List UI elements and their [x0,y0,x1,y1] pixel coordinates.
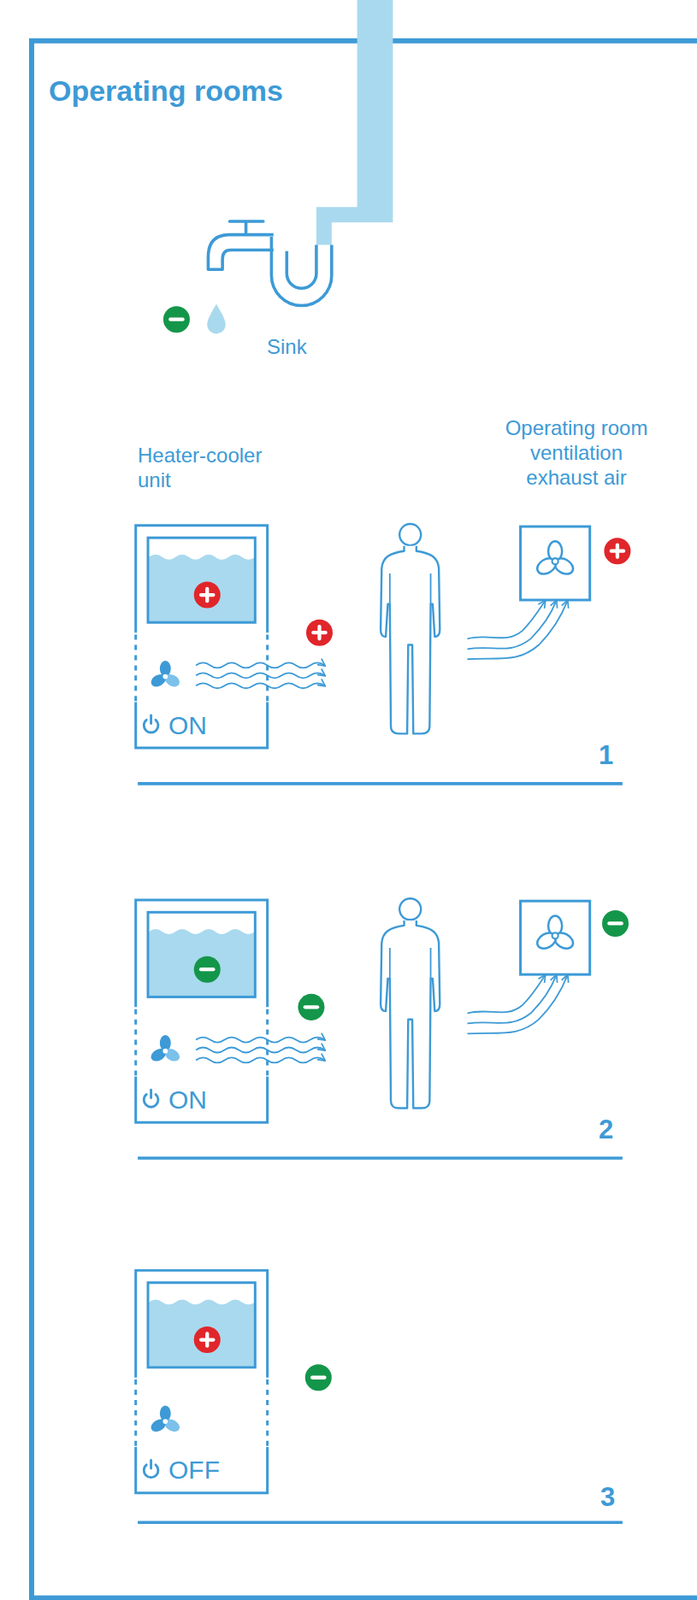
unit-heading: Heater-cooler unit [137,443,284,494]
power-state: ON [168,1085,207,1117]
power-state: ON [168,710,207,742]
vent-label: Operating room ventilation exhaust air [492,416,661,491]
sink-label: Sink [266,335,308,361]
heater-cooler-unit: OFF [135,1270,268,1495]
diagram-title: Operating rooms [48,73,284,109]
callout-number: 2 [598,1114,614,1146]
power-state: OFF [168,1455,220,1487]
heater-cooler-unit: Heater-cooler unitON [135,525,268,751]
callout-number: 3 [600,1482,615,1514]
callout-number: 1 [598,739,614,772]
heater-cooler-unit: ON [135,900,268,1125]
